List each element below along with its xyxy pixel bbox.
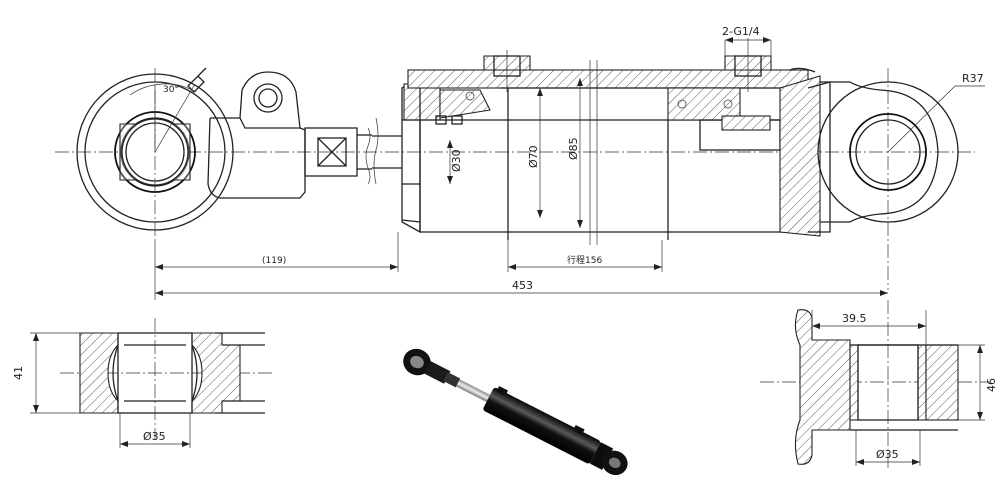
right-detail-dia-label: Ø35 xyxy=(876,448,899,461)
stroke-label: 行程156 xyxy=(567,254,602,266)
rod-dia-label: Ø30 xyxy=(450,149,463,172)
angle-label: 30° xyxy=(163,85,179,95)
rod-end-body xyxy=(207,71,306,199)
cylinder-head xyxy=(401,76,500,234)
right-detail-width-label: 39.5 xyxy=(842,312,867,325)
cylinder-cap xyxy=(779,67,831,237)
left-section-detail: 41 Ø35 xyxy=(12,318,275,448)
bore-dia-label: Ø70 xyxy=(527,145,540,168)
total-length-label: 453 xyxy=(512,279,533,292)
piston xyxy=(667,87,781,240)
port-spec-label: 2-G1/4 xyxy=(722,25,760,38)
right-detail-height-label: 46 xyxy=(985,378,998,392)
right-section-detail: 39.5 46 Ø35 xyxy=(760,300,998,470)
outer-dia-label: Ø85 xyxy=(567,137,580,160)
barrel xyxy=(407,60,809,245)
cylinder-product-photo xyxy=(403,348,628,476)
rod-eye-left xyxy=(76,67,234,240)
port-boss-right xyxy=(724,38,772,92)
left-detail-height-label: 41 xyxy=(12,366,25,380)
piston-rod xyxy=(365,117,402,185)
port-boss-left xyxy=(483,50,531,92)
left-detail-dia-label: Ø35 xyxy=(143,430,166,443)
radius-label: R37 xyxy=(962,72,984,85)
cap-eye-right xyxy=(817,68,985,290)
dim-left-label: (119) xyxy=(262,256,286,266)
rod-nut xyxy=(304,127,372,177)
main-view: 2-G1/4 R37 30° Ø30 Ø70 Ø85 (119) 行程156 4… xyxy=(55,25,985,300)
